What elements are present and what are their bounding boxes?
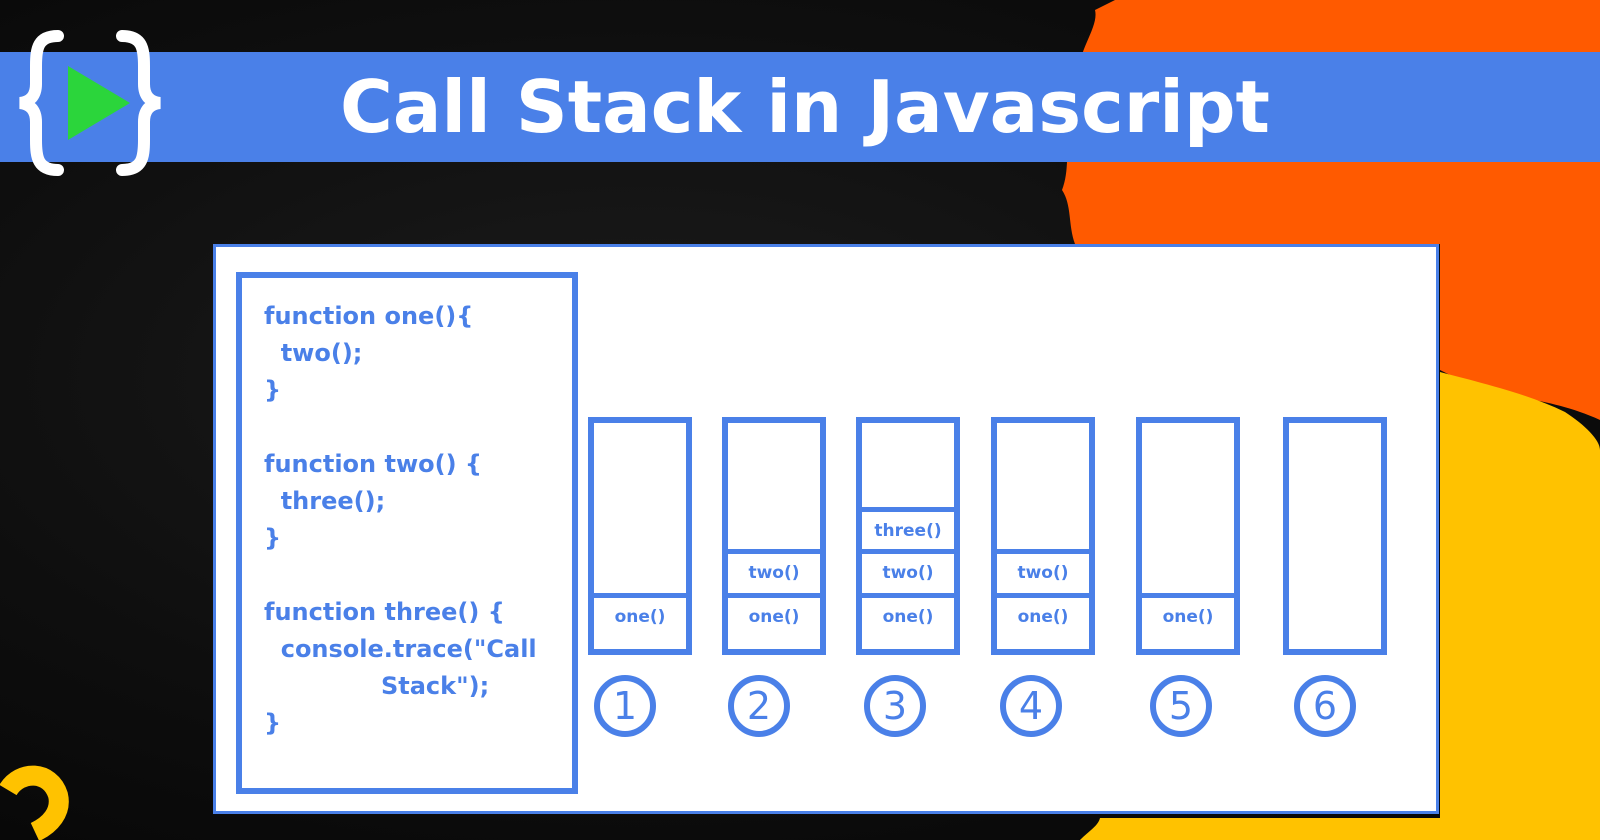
stack-column-6 [1283,417,1387,655]
step-number-badge: 2 [728,675,790,737]
code-line: function three() { [264,598,505,626]
code-line: function two() { [264,450,482,478]
left-brace-icon [19,30,64,176]
stack-frame: one() [728,593,820,637]
stack-frame: two() [862,549,954,593]
code-line: console.trace("Call [264,635,537,663]
play-braces-logo-icon [19,30,161,176]
page-title: Call Stack in Javascript [340,65,1270,149]
step-number-badge: 3 [864,675,926,737]
code-line: function one(){ [264,302,474,330]
yellow-paint-splash [1080,372,1600,840]
code-listing: function one(){ two();}function two() { … [236,272,578,794]
code-line: } [264,376,282,404]
play-triangle-icon [68,66,130,140]
code-line [264,557,572,594]
stack-frame: three() [862,507,954,551]
stack-column-4: one()two() [991,417,1095,655]
step-number-badge: 4 [1000,675,1062,737]
stack-frame: one() [594,593,686,637]
stack-column-2: one()two() [722,417,826,655]
step-number-badge: 6 [1294,675,1356,737]
stack-frame: one() [1142,593,1234,637]
stack-column-3: one()two()three() [856,417,960,655]
call-stack-diagram: function one(){ two();}function two() { … [213,244,1439,814]
stack-frame: one() [997,593,1089,637]
step-number-badge: 5 [1150,675,1212,737]
stack-frame: one() [862,593,954,637]
stack-column-1: one() [588,417,692,655]
stack-frame: two() [997,549,1089,593]
code-line: } [264,709,282,737]
code-line: three(); [264,487,386,515]
code-line: two(); [264,339,363,367]
right-brace-icon [116,30,161,176]
stack-frame: two() [728,549,820,593]
step-number-badge: 1 [594,675,656,737]
code-line: } [264,524,282,552]
code-line: Stack"); [264,672,490,700]
title-banner [0,52,1600,162]
code-line [264,409,572,446]
stack-column-5: one() [1136,417,1240,655]
yellow-corner-shape [0,765,69,840]
